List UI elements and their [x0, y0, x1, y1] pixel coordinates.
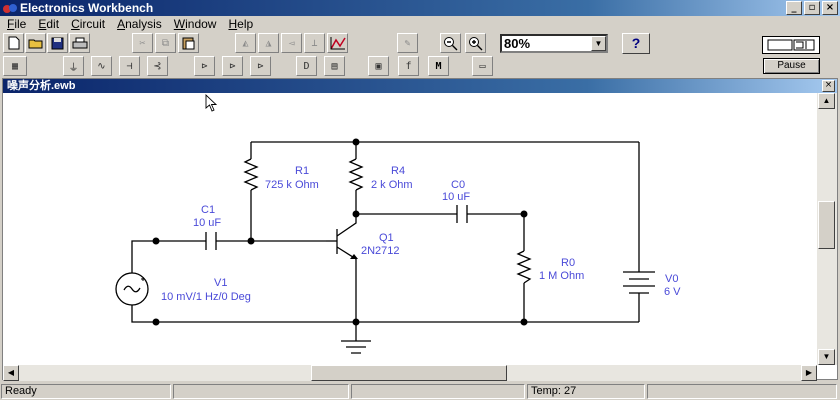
menu-edit[interactable]: Edit [38, 17, 60, 31]
subcircuit-icon[interactable]: ⊥ [304, 33, 325, 53]
q1-name-label: Q1 [379, 232, 394, 244]
status-text: Ready [1, 384, 171, 399]
help-button[interactable]: ? [622, 33, 650, 54]
menu-circuit[interactable]: Circuit [71, 17, 106, 31]
app-title: Electronics Workbench [20, 1, 154, 15]
miscellaneous-bin-icon[interactable]: M [428, 56, 449, 76]
status-bar: Ready Temp: 27 [0, 383, 840, 400]
status-temp: Temp: 27 [527, 384, 645, 399]
ac-source-v1-symbol [115, 272, 149, 306]
scroll-up-button[interactable]: ▲ [818, 93, 835, 109]
copy-icon[interactable]: ⧉ [155, 33, 176, 53]
resistor-r0-symbol [516, 250, 532, 284]
r0-value-label: 1 M Ohm [539, 270, 584, 282]
transistors-bin-icon[interactable]: ⊰ [147, 56, 168, 76]
r0-name-label: R0 [561, 257, 575, 269]
document-window: 噪声分析.ewb × [2, 78, 838, 381]
horizontal-scroll-thumb[interactable] [311, 365, 507, 381]
c0-value-label: 10 uF [442, 191, 470, 203]
v0-name-label: V0 [665, 273, 678, 285]
flip-horizontal-icon[interactable]: ◮ [258, 33, 279, 53]
instruments-bin-icon[interactable]: ▭ [472, 56, 493, 76]
basic-bin-icon[interactable]: ∿ [91, 56, 112, 76]
capacitor-c1-symbol [205, 232, 217, 250]
r1-name-label: R1 [295, 165, 309, 177]
main-toolbar: ✂ ⧉ ◭ ◮ ◅ ⊥ ✎ 80%▼ ? [0, 33, 840, 55]
parts-bin-toolbar: ▦ ⏚ ∿ ⊣ ⊰ ⊳ ⊳ ⊳ D ▤ ▣ f M ▭ [0, 56, 840, 78]
cut-icon[interactable]: ✂ [132, 33, 153, 53]
diodes-bin-icon[interactable]: ⊣ [119, 56, 140, 76]
menu-file[interactable]: File [7, 17, 27, 31]
close-button[interactable]: × [822, 1, 838, 15]
r4-value-label: 2 k Ohm [371, 179, 413, 191]
v0-value-label: 6 V [664, 286, 681, 298]
menu-help[interactable]: Help [228, 17, 254, 31]
scroll-down-button[interactable]: ▼ [818, 349, 835, 365]
app-icon [2, 1, 18, 15]
open-folder-icon[interactable] [25, 33, 46, 53]
analog-ics-bin-icon[interactable]: ⊳ [194, 56, 215, 76]
schematic-canvas[interactable]: R1 725 k Ohm R4 2 k Ohm C0 10 uF C1 10 u… [3, 93, 817, 365]
c0-name-label: C0 [451, 179, 465, 191]
capacitor-c0-symbol [456, 205, 468, 223]
component-properties-icon[interactable]: ✎ [397, 33, 418, 53]
menu-analysis[interactable]: Analysis [117, 17, 162, 31]
paste-icon[interactable] [178, 33, 199, 53]
indicators-bin-icon[interactable]: ▣ [368, 56, 389, 76]
pause-button[interactable]: Pause [763, 58, 820, 74]
logic-gates-bin-icon[interactable]: D [296, 56, 317, 76]
restore-button[interactable]: ▫ [804, 1, 820, 15]
zoom-in-icon[interactable] [465, 33, 486, 53]
vertical-scrollbar[interactable]: ▲ ▼ [817, 93, 837, 365]
resistor-r1-symbol [243, 158, 259, 191]
battery-v0-symbol [623, 271, 655, 294]
mixed-ics-bin-icon[interactable]: ⊳ [222, 56, 243, 76]
zoom-select[interactable]: 80%▼ [500, 34, 608, 53]
rotate-icon[interactable]: ◭ [235, 33, 256, 53]
graph-icon[interactable] [327, 33, 348, 53]
power-switch[interactable] [762, 36, 820, 54]
c1-value-label: 10 uF [193, 217, 221, 229]
save-disk-icon[interactable] [47, 33, 68, 53]
v1-value-label: 10 mV/1 Hz/0 Deg [161, 291, 251, 303]
document-title: 噪声分析.ewb [3, 79, 837, 93]
v1-name-label: V1 [214, 277, 227, 289]
resistor-r4-symbol [348, 158, 364, 191]
status-cell-2 [173, 384, 349, 399]
digital-bin-icon[interactable]: ▤ [324, 56, 345, 76]
flip-vertical-icon[interactable]: ◅ [281, 33, 302, 53]
menu-window[interactable]: Window [173, 17, 217, 31]
menu-bar: File Edit Circuit Analysis Window Help [0, 16, 840, 32]
digital-ics-bin-icon[interactable]: ⊳ [250, 56, 271, 76]
favorites-bin-icon[interactable]: ▦ [3, 56, 27, 76]
chevron-down-icon[interactable]: ▼ [591, 36, 606, 51]
vertical-scroll-thumb[interactable] [818, 201, 835, 249]
sources-bin-icon[interactable]: ⏚ [63, 56, 84, 76]
scroll-right-button[interactable]: ▶ [801, 365, 817, 381]
r1-value-label: 725 k Ohm [265, 179, 319, 191]
zoom-out-icon[interactable] [440, 33, 461, 53]
q1-value-label: 2N2712 [361, 245, 400, 257]
r4-name-label: R4 [391, 165, 405, 177]
c1-name-label: C1 [201, 204, 215, 216]
controls-bin-icon[interactable]: f [398, 56, 419, 76]
status-cell-5 [647, 384, 837, 399]
print-icon[interactable] [69, 33, 90, 53]
document-close-button[interactable]: × [822, 80, 835, 92]
minimize-button[interactable]: _ [786, 1, 802, 15]
scroll-left-button[interactable]: ◀ [3, 365, 19, 381]
title-bar: Electronics Workbench _ ▫ × [0, 0, 840, 16]
status-cell-3 [351, 384, 525, 399]
horizontal-scrollbar[interactable]: ◀ ▶ [3, 365, 817, 381]
mouse-pointer-icon [205, 93, 218, 112]
new-file-icon[interactable] [3, 33, 24, 53]
